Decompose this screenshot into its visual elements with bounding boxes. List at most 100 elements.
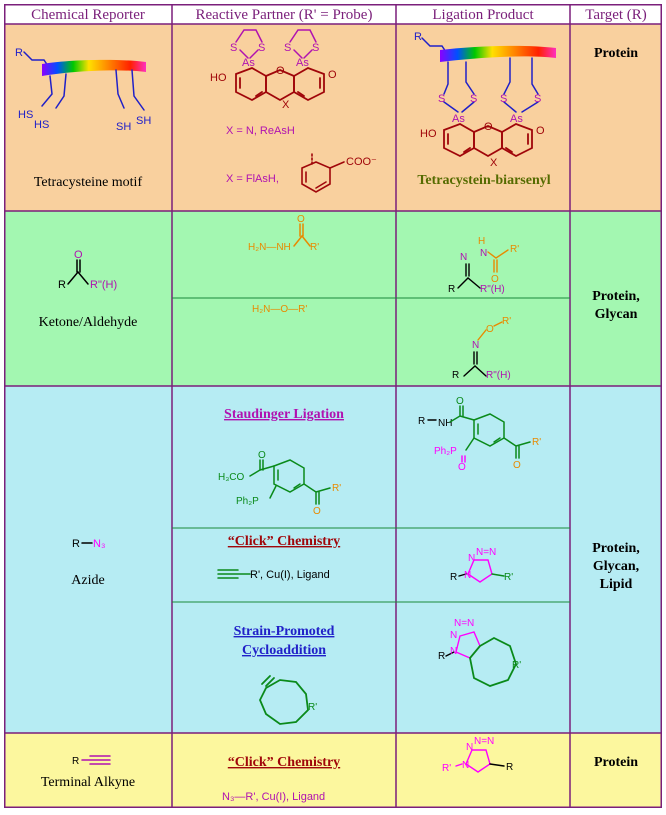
svg-text:R: R [15,47,23,59]
azide-click-title: “Click” Chemistry [228,534,340,549]
svg-text:H₃CO: H₃CO [218,472,245,483]
svg-text:N: N [462,760,469,771]
ketone-target-line2: Glycan [595,307,638,322]
svg-text:O: O [513,460,521,471]
azide-target-line3: Lipid [600,577,633,592]
svg-text:N: N [450,646,457,657]
svg-text:HO: HO [420,128,437,140]
svg-text:N=N: N=N [476,547,496,558]
svg-text:N: N [464,570,471,581]
flash-label: X = FlAsH, [226,173,279,185]
alkyne-triazole-product-structure: R' N N N=N R [442,736,513,774]
flash-phenyl-structure [301,153,345,193]
svg-text:H₂N—NH: H₂N—NH [248,242,291,253]
svg-text:As: As [242,57,255,69]
azide-row-bg [4,386,662,733]
azide-structure: R N₃ [72,538,105,550]
header-target: Target (R) [585,7,647,23]
staudinger-product-structure: R NH O Ph₂P O O R' [418,396,541,473]
azide-label: Azide [71,573,104,588]
svg-text:S: S [438,93,445,105]
svg-text:N: N [480,248,487,259]
svg-text:Ph₂P: Ph₂P [236,496,259,507]
svg-text:O: O [297,214,305,225]
tetracysteine-label: Tetracysteine motif [34,175,143,190]
header-row-bg [4,4,662,24]
table-grid [4,4,662,808]
ketone-target-line1: Protein, [592,289,640,304]
svg-text:N₃: N₃ [93,538,105,550]
tetracysteine-motif-structure: R HS HS SH SH [15,47,151,133]
svg-text:R': R' [502,316,511,327]
svg-text:O: O [484,121,493,133]
biarsenical-reagent-structure: S S S S As As HO O O X [210,29,337,111]
svg-text:R': R' [512,660,521,671]
azide-click-reagents: R', Cu(I), Ligand [250,569,330,581]
svg-text:As: As [296,57,309,69]
svg-text:R: R [72,538,80,550]
svg-text:R: R [418,416,425,427]
svg-text:R': R' [442,763,451,774]
svg-text:S: S [312,42,319,54]
ketone-structure [67,259,89,285]
svg-text:O: O [74,249,83,261]
reash-label: X = N, ReAsH [226,125,295,137]
svg-text:X: X [490,157,498,169]
svg-text:R: R [506,762,513,773]
svg-text:S: S [230,42,237,54]
header-chemical-reporter: Chemical Reporter [31,7,145,23]
svg-text:N: N [472,340,479,351]
svg-text:O: O [276,65,285,77]
biarsenyl-product-structure: R S S S S As As HO O O X [414,31,556,169]
svg-text:O: O [458,462,466,473]
svg-text:HO: HO [210,72,227,84]
hydrazide-structure: H₂N—NH O R' [248,214,319,253]
svg-text:O: O [456,396,464,407]
svg-text:N: N [460,252,467,263]
svg-text:As: As [452,113,465,125]
svg-text:SH: SH [136,115,151,127]
staudinger-reagent-structure: H₃CO O Ph₂P O R' [218,450,341,517]
svg-text:R"(H): R"(H) [90,279,117,291]
biarsenyl-product-label: Tetracystein-biarsenyl [417,173,550,188]
svg-text:R: R [72,756,79,767]
svg-text:S: S [500,93,507,105]
svg-text:COO⁻: COO⁻ [346,156,377,168]
alkyne-triple-bond [217,569,251,579]
svg-text:R: R [450,572,457,583]
alkyne-target: Protein [594,755,638,770]
ketone-aldehyde-label: Ketone/Aldehyde [39,315,138,330]
svg-text:N: N [466,742,473,753]
terminal-alkyne-label: Terminal Alkyne [41,775,135,790]
terminal-alkyne-structure: R [72,755,111,767]
svg-text:As: As [510,113,523,125]
svg-text:R': R' [332,483,341,494]
svg-text:S: S [470,93,477,105]
svg-text:R: R [58,279,66,291]
svg-text:N=N: N=N [474,736,494,747]
alkyne-click-title: “Click” Chemistry [228,755,340,770]
svg-text:N: N [450,630,457,641]
svg-text:R': R' [310,242,319,253]
strain-title-line1: Strain-Promoted [234,624,335,639]
chemical-reporter-table: Chemical Reporter Reactive Partner (R' =… [4,4,662,808]
svg-text:O: O [328,69,337,81]
svg-text:R"(H): R"(H) [480,284,505,295]
helix-ribbon [42,59,146,76]
svg-text:SH: SH [116,121,131,133]
svg-text:R"(H): R"(H) [486,370,511,381]
svg-text:R': R' [510,244,519,255]
svg-text:O: O [491,274,499,285]
svg-text:O: O [486,324,494,335]
svg-text:HS: HS [18,109,33,121]
oxime-product-structure: N O R' R R"(H) [452,316,511,381]
svg-text:N: N [468,553,475,564]
inner-dividers [172,297,570,603]
aminooxy-structure: H₂N—O—R' [252,304,307,315]
azide-target-line1: Protein, [592,541,640,556]
svg-text:R: R [414,31,422,43]
svg-text:HS: HS [34,119,49,131]
header-ligation-product: Ligation Product [432,7,534,23]
svg-text:X: X [282,99,290,111]
staudinger-title: Staudinger Ligation [224,407,344,422]
